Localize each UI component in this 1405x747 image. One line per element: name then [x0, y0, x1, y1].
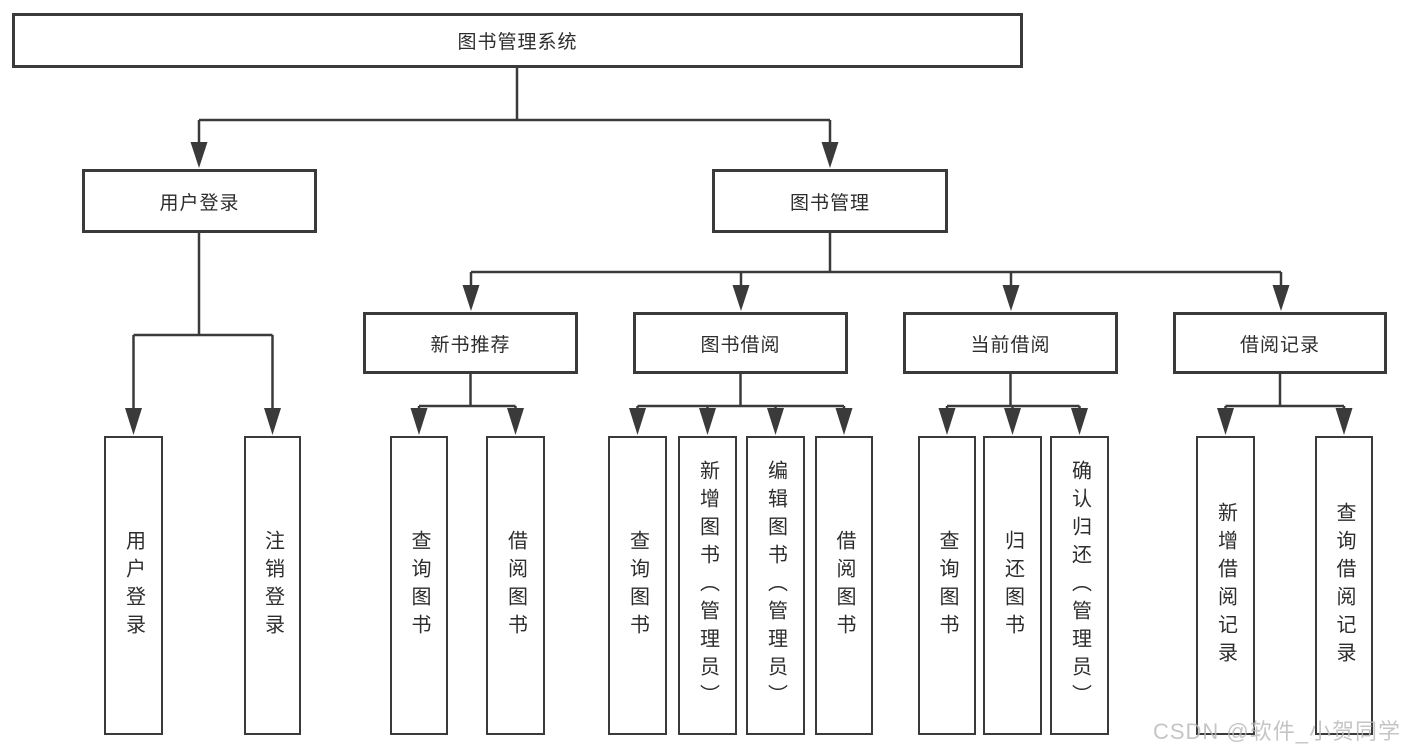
node-book-management: 图书管理 — [712, 169, 948, 233]
arrowhead — [629, 408, 646, 435]
node-leaf-user-login-label: 用户登录 — [122, 529, 145, 642]
node-leaf-confirm-return-admin-label: 确认归还（管理员） — [1068, 459, 1091, 712]
node-book-management-label: 图书管理 — [789, 192, 870, 214]
node-root: 图书管理系统 — [12, 13, 1023, 68]
node-new-book-recommendation-label: 新书推荐 — [430, 334, 511, 356]
arrowhead — [1004, 408, 1021, 435]
node-leaf-add-books-admin: 新增图书（管理员） — [678, 436, 737, 735]
node-leaf-query-books-1-label: 查询图书 — [408, 529, 430, 642]
node-new-book-recommendation: 新书推荐 — [363, 312, 578, 374]
node-leaf-confirm-return-admin: 确认归还（管理员） — [1050, 436, 1109, 735]
node-leaf-return-books: 归还图书 — [983, 436, 1042, 735]
node-leaf-add-borrow-record-label: 新增借阅记录 — [1214, 501, 1237, 670]
arrowhead — [462, 285, 480, 311]
node-borrowing-records: 借阅记录 — [1173, 312, 1387, 374]
node-leaf-add-books-admin-label: 新增图书（管理员） — [696, 459, 719, 712]
arrowhead — [767, 408, 784, 435]
node-root-label: 图书管理系统 — [457, 32, 578, 53]
node-current-borrowing-label: 当前借阅 — [970, 334, 1051, 356]
arrowhead — [938, 408, 956, 435]
node-leaf-query-books-2-label: 查询图书 — [626, 529, 649, 642]
csdn-watermark: CSDN @软件_小贺同学 — [1152, 719, 1401, 744]
arrowhead — [264, 408, 281, 435]
arrowhead — [190, 142, 208, 168]
node-leaf-edit-books-admin: 编辑图书（管理员） — [746, 436, 805, 735]
arrowhead — [410, 408, 428, 435]
node-leaf-query-books-2: 查询图书 — [608, 436, 667, 735]
node-leaf-query-books-1: 查询图书 — [390, 436, 448, 735]
node-leaf-borrow-books-1: 借阅图书 — [486, 436, 545, 735]
node-leaf-return-books-label: 归还图书 — [1001, 529, 1024, 642]
node-leaf-logout-label: 注销登录 — [261, 529, 284, 642]
node-book-borrowing: 图书借阅 — [633, 312, 848, 374]
node-user-login: 用户登录 — [82, 169, 317, 233]
arrowhead — [1071, 408, 1088, 435]
node-current-borrowing: 当前借阅 — [903, 312, 1118, 374]
node-leaf-borrow-books-2: 借阅图书 — [815, 436, 873, 735]
node-leaf-query-borrow-record: 查询借阅记录 — [1315, 436, 1373, 735]
node-leaf-query-books-3-label: 查询图书 — [936, 529, 958, 642]
node-leaf-add-borrow-record: 新增借阅记录 — [1196, 436, 1255, 735]
arrowhead — [1002, 285, 1020, 311]
arrowhead — [835, 408, 853, 435]
node-borrowing-records-label: 借阅记录 — [1239, 334, 1320, 356]
node-leaf-query-borrow-record-label: 查询借阅记录 — [1333, 501, 1355, 670]
arrowhead — [507, 408, 524, 435]
arrowhead — [821, 142, 839, 168]
node-book-borrowing-label: 图书借阅 — [700, 334, 781, 356]
arrowhead — [1335, 408, 1353, 435]
node-leaf-borrow-books-2-label: 借阅图书 — [833, 529, 855, 642]
arrowhead — [732, 285, 750, 311]
arrowhead — [1272, 285, 1290, 311]
node-leaf-user-login: 用户登录 — [104, 436, 163, 735]
arrowhead — [699, 408, 716, 435]
node-leaf-query-books-3: 查询图书 — [918, 436, 976, 735]
node-user-login-label: 用户登录 — [159, 192, 240, 214]
arrowhead — [1217, 408, 1234, 435]
node-leaf-logout: 注销登录 — [244, 436, 301, 735]
node-leaf-borrow-books-1-label: 借阅图书 — [504, 529, 527, 642]
arrowhead — [125, 408, 142, 435]
node-leaf-edit-books-admin-label: 编辑图书（管理员） — [764, 459, 787, 712]
